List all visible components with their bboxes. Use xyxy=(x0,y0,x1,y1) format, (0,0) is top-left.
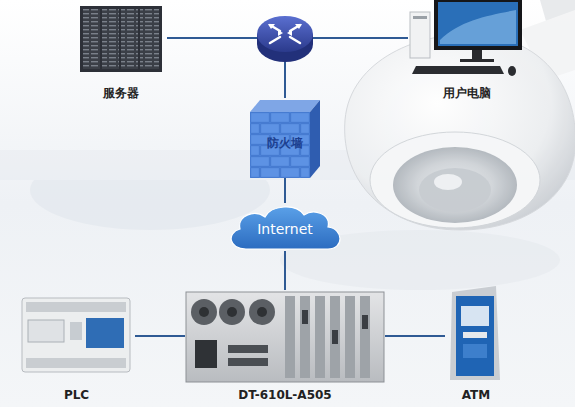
cloud-outline xyxy=(231,207,340,249)
network-link xyxy=(167,38,285,98)
brick xyxy=(301,168,309,177)
brick xyxy=(261,124,279,133)
brick xyxy=(291,157,309,166)
network-link xyxy=(135,335,185,337)
plc-node: PLC xyxy=(18,292,135,404)
server-rack-icon xyxy=(80,6,162,72)
node-label: 用户电脑 xyxy=(443,86,491,102)
wall-front xyxy=(250,112,310,178)
brick xyxy=(301,124,309,133)
brick xyxy=(281,168,299,177)
atm-node: ATM xyxy=(445,283,507,404)
network-link xyxy=(284,178,286,203)
brick xyxy=(261,168,279,177)
brick xyxy=(251,157,269,166)
wall-side xyxy=(310,100,320,178)
node-label: ATM xyxy=(462,388,490,404)
brick xyxy=(271,113,289,122)
user-pc-node: 用户电脑 xyxy=(408,2,526,102)
brick xyxy=(281,124,299,133)
wall-top xyxy=(250,100,320,112)
network-link xyxy=(385,335,445,337)
node-label: PLC xyxy=(64,388,89,404)
brick xyxy=(251,135,269,144)
node-label: Internet xyxy=(257,221,313,237)
node-label: 服务器 xyxy=(103,86,139,102)
user-pc-icon xyxy=(410,0,522,76)
industrial-pc-icon xyxy=(186,292,384,382)
brick xyxy=(291,113,309,122)
plc-icon xyxy=(22,298,130,372)
internet-cloud: Internet xyxy=(224,203,346,251)
node-label: DT-610L-A505 xyxy=(238,388,331,404)
dome-camera xyxy=(345,0,575,230)
network-link xyxy=(285,38,408,98)
atm-icon xyxy=(450,286,500,380)
industrial-pc-node: DT-610L-A505 xyxy=(185,290,385,404)
server-node: 服务器 xyxy=(75,2,167,102)
firewall-node: 防火墙 xyxy=(250,98,320,178)
brick xyxy=(251,168,259,177)
brick xyxy=(251,124,259,133)
brick xyxy=(251,146,259,155)
network-link xyxy=(284,251,286,290)
brick xyxy=(251,113,269,122)
brick xyxy=(271,157,289,166)
router-icon xyxy=(257,16,313,62)
node-label: 防火墙 xyxy=(267,135,303,152)
